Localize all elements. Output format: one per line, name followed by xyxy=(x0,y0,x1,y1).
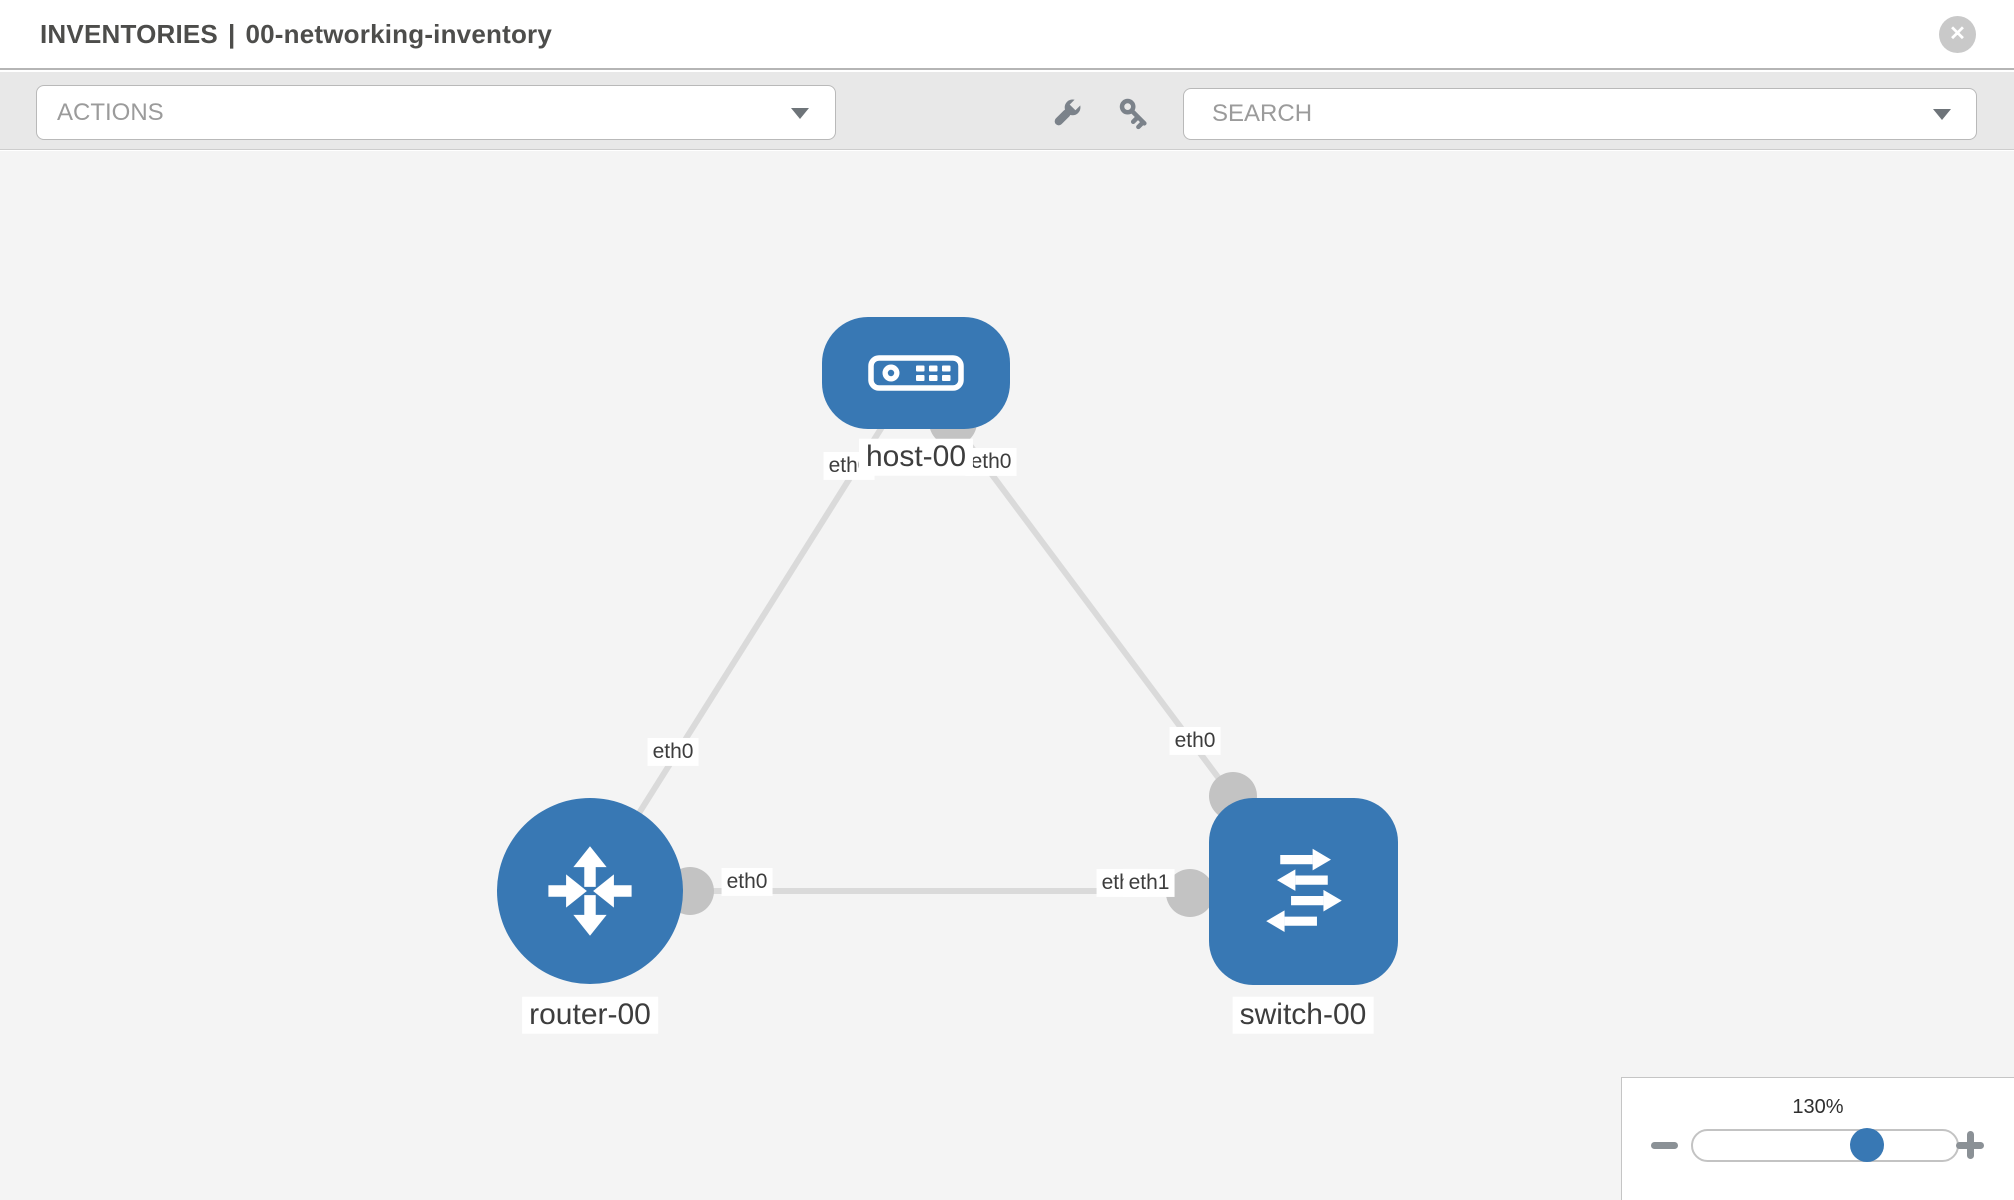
router-arrows-icon xyxy=(548,846,632,936)
credentials-button[interactable] xyxy=(1115,95,1153,133)
actions-dropdown[interactable]: ACTIONS xyxy=(36,85,836,140)
breadcrumb-separator: | xyxy=(227,18,236,49)
zoom-control-panel: 130% xyxy=(1621,1077,2014,1200)
interface-label-switch-to-router: eth1 xyxy=(1123,868,1175,898)
zoom-slider-thumb[interactable] xyxy=(1850,1128,1884,1162)
breadcrumb-section: INVENTORIES xyxy=(40,18,218,49)
node-label-host: host-00 xyxy=(858,438,974,476)
inventory-name: 00-networking-inventory xyxy=(245,18,553,49)
interface-label-switch-to-host: eth0 xyxy=(1169,726,1221,756)
close-button[interactable]: ✕ xyxy=(1939,15,1976,53)
configure-button[interactable] xyxy=(1048,95,1086,133)
key-icon xyxy=(1119,98,1147,130)
zoom-level-value: 130% xyxy=(1792,1096,1844,1118)
header: INVENTORIES | 00-networking-inventory ✕ xyxy=(0,0,2014,70)
actions-dropdown-label: ACTIONS xyxy=(57,98,164,126)
interface-label-router-to-host: eth0 xyxy=(647,737,699,767)
port-switch-eth1 xyxy=(1166,869,1214,917)
node-label-router: router-00 xyxy=(522,996,658,1034)
topology-edges-layer xyxy=(587,371,1306,917)
topology-canvas[interactable]: host-00 router-00 switch-00 eth0 eth0 et… xyxy=(0,151,2014,1200)
interface-label-router-to-switch: eth0 xyxy=(721,867,773,897)
chevron-down-icon xyxy=(1933,109,1951,120)
interface-label-host-to-switch: eth0 xyxy=(965,447,1017,477)
node-label-switch: switch-00 xyxy=(1232,996,1374,1034)
zoom-in-button[interactable] xyxy=(1956,1131,1984,1159)
zoom-slider-track[interactable] xyxy=(1691,1129,1959,1162)
server-icon xyxy=(868,355,964,391)
zoom-out-button[interactable] xyxy=(1651,1142,1678,1149)
close-icon: ✕ xyxy=(1949,23,1966,45)
toolbar: ACTIONS xyxy=(0,72,2014,150)
chevron-down-icon xyxy=(791,107,809,119)
switch-arrows-icon xyxy=(1265,848,1342,932)
node-switch-00[interactable] xyxy=(1209,798,1398,985)
node-router-00[interactable] xyxy=(497,798,683,984)
node-host-00[interactable] xyxy=(822,317,1010,429)
wrench-icon xyxy=(1054,97,1083,126)
page-title: INVENTORIES | 00-networking-inventory xyxy=(40,19,552,50)
search-input[interactable] xyxy=(1183,88,1977,140)
search-dropdown[interactable] xyxy=(1183,88,1977,140)
